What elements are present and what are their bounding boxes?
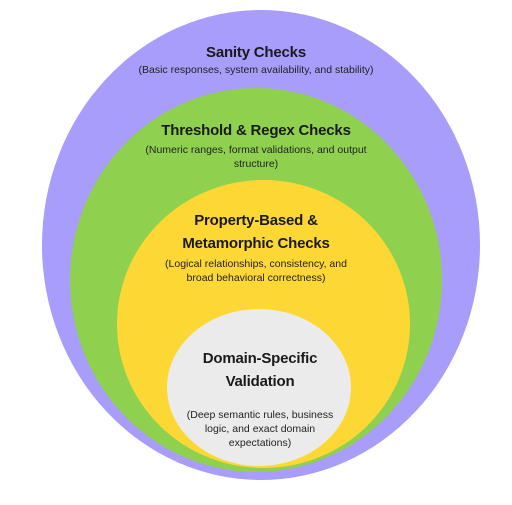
- sanity-checks-title: Sanity Checks: [206, 44, 306, 61]
- domain-specific-validation-title: Domain-Specific Validation: [202, 350, 318, 390]
- property-metamorphic-checks-description: (Logical relationships, consistency, and…: [165, 258, 347, 284]
- domain-specific-validation-description: (Deep semantic rules, business logic, an…: [186, 409, 334, 449]
- threshold-regex-checks-description: (Numeric ranges, format validations, and…: [145, 144, 367, 170]
- threshold-regex-checks-title: Threshold & Regex Checks: [161, 122, 351, 139]
- domain-specific-validation-circle: [167, 309, 351, 466]
- property-metamorphic-checks-title: Property-Based & Metamorphic Checks: [182, 212, 330, 252]
- sanity-checks-description: (Basic responses, system availability, a…: [138, 64, 374, 76]
